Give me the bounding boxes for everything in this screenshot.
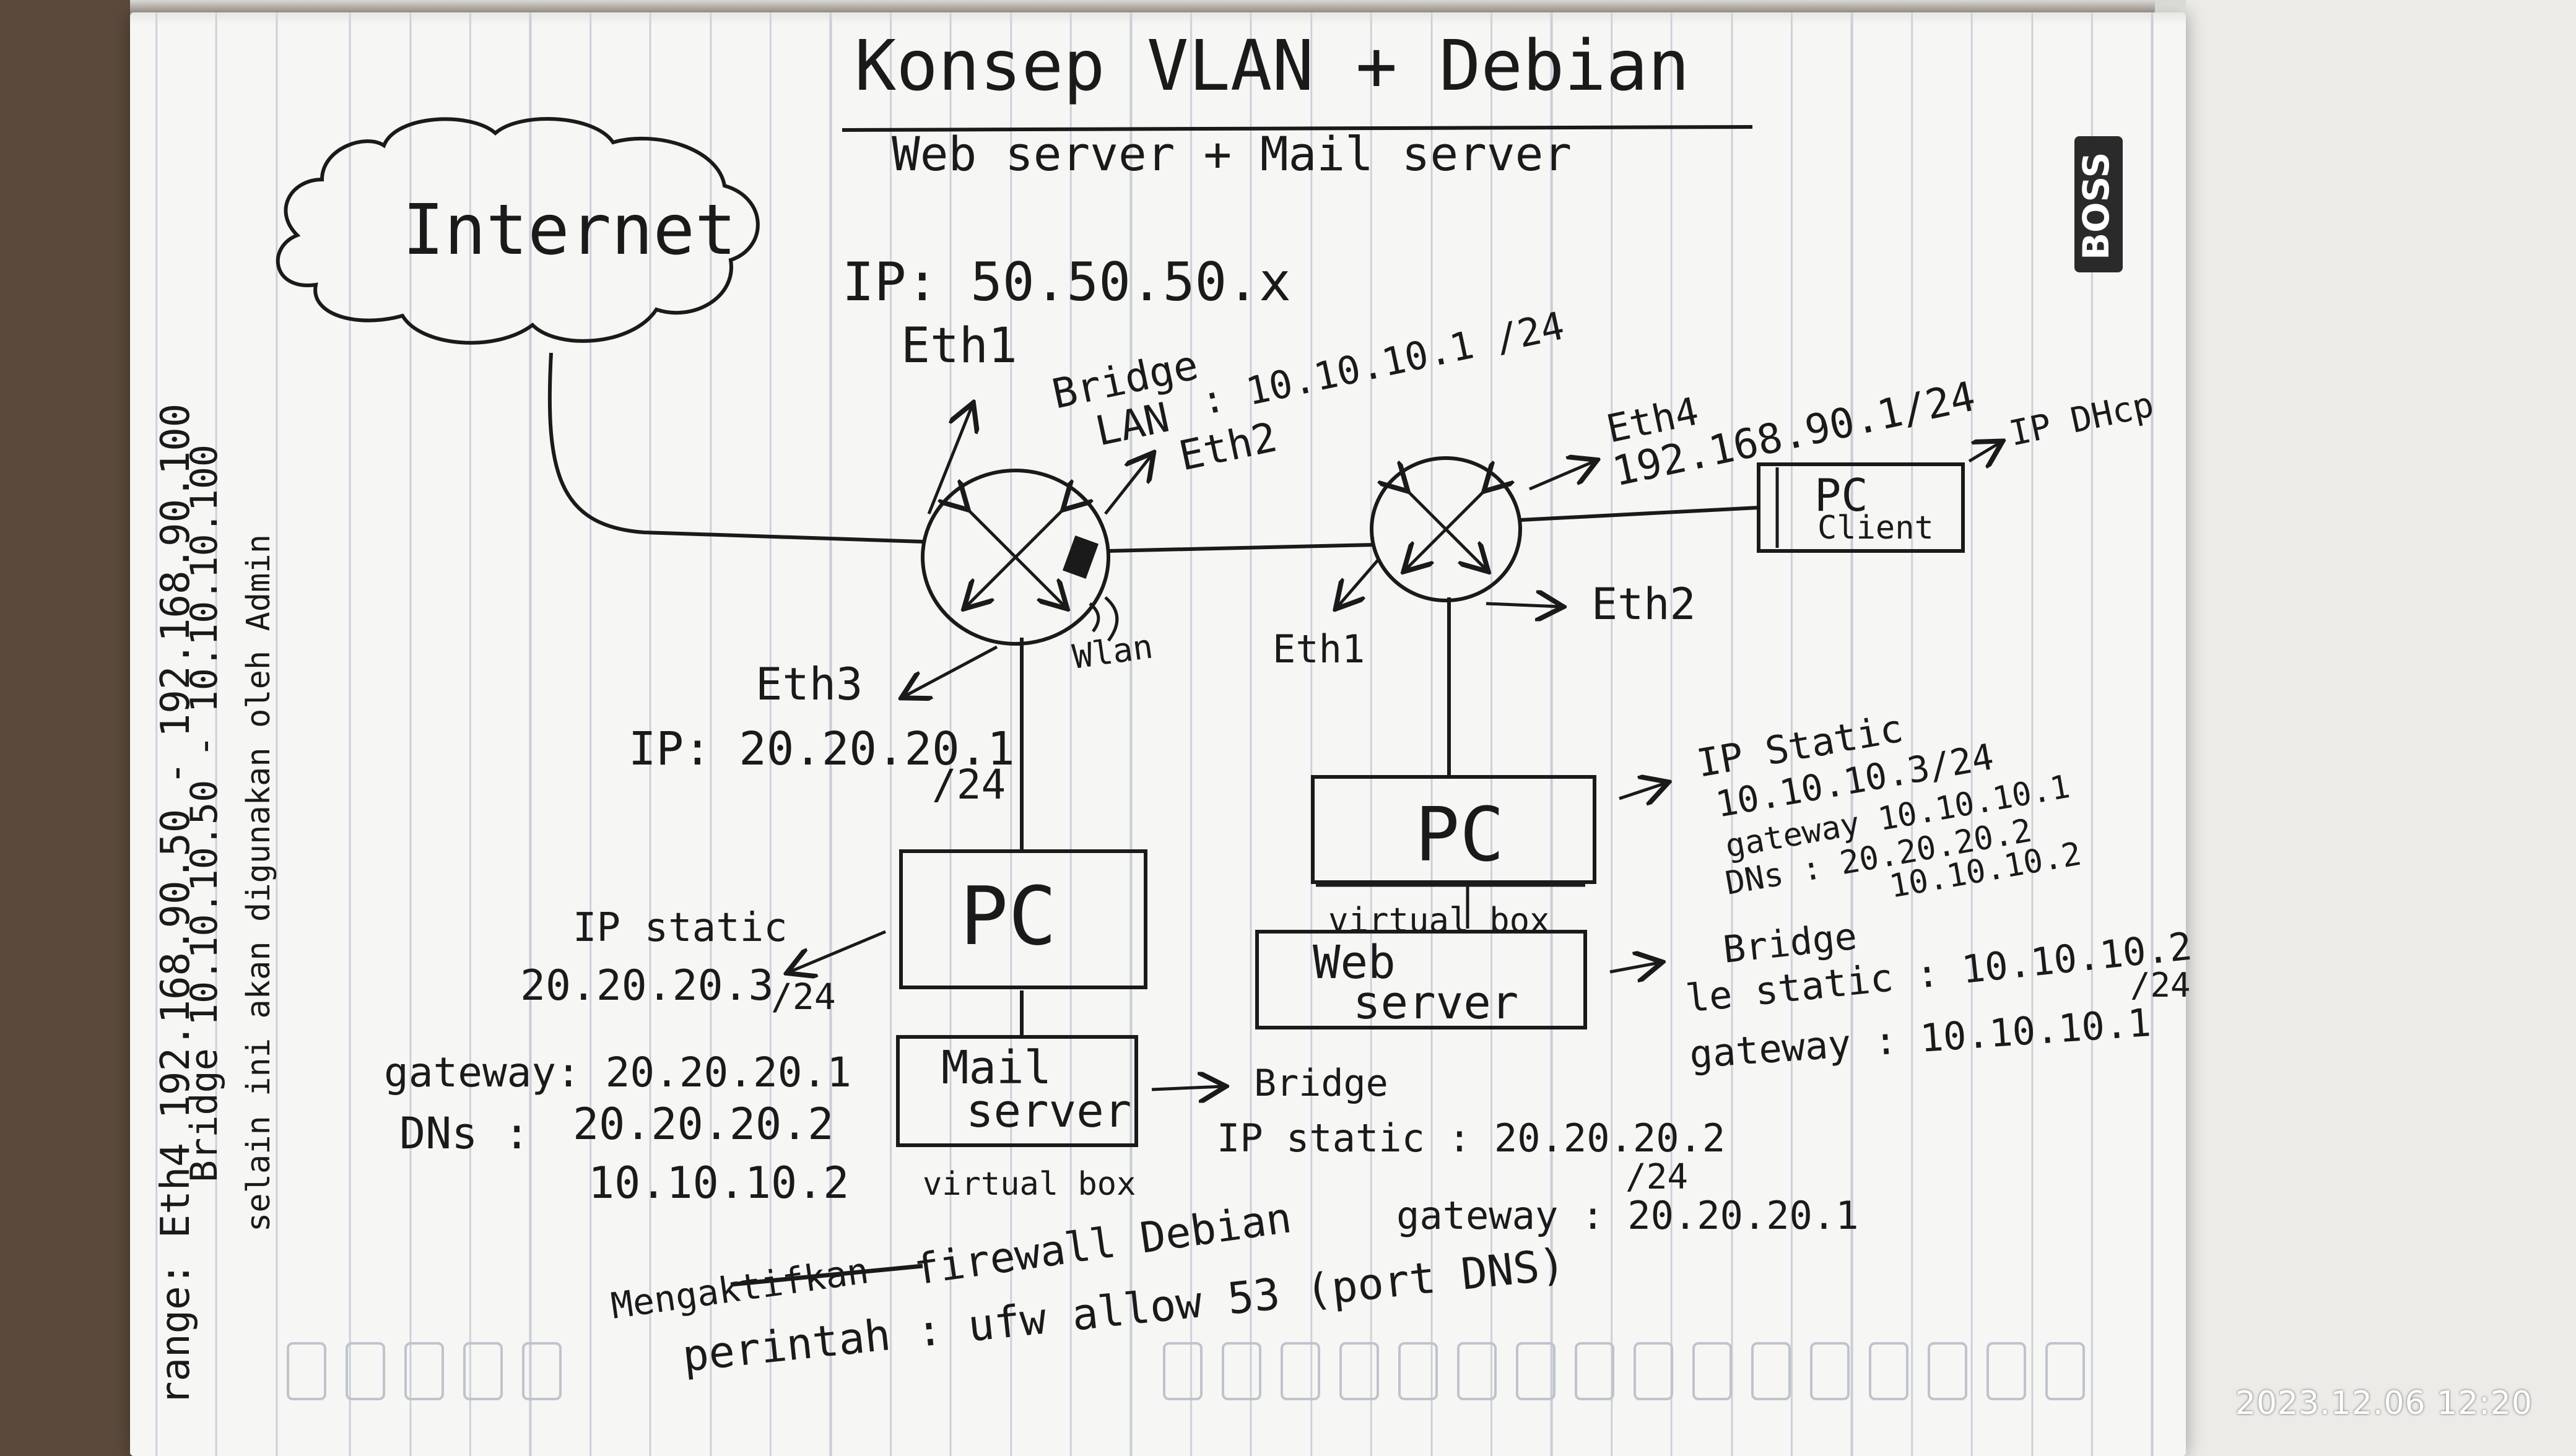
internet-label: Internet: [402, 190, 736, 271]
mail-server-ip-static: IP static : 20.20.20.2: [1217, 1116, 1725, 1161]
router1-eth3-ip: IP: 20.20.20.1: [629, 722, 1015, 776]
pc-left-label: PC: [960, 869, 1057, 963]
router2-eth1: Eth1: [1273, 626, 1365, 672]
router-link: [1108, 543, 1375, 553]
range-note-line2: Bridge 10.10.10.50 - 10.10.10.100: [183, 444, 226, 1182]
mail-server-bridge: Bridge: [1254, 1062, 1388, 1105]
pc-left-dns2: 10.10.10.2: [588, 1158, 849, 1208]
pc-right-label: PC: [1415, 792, 1505, 878]
pc-right-arrow: [1619, 783, 1666, 799]
pc-client-line1: PC: [1814, 469, 1868, 521]
r2-eth1-arrow: [1338, 559, 1379, 607]
mail-server-line2: server: [966, 1085, 1131, 1138]
mail-server-gateway: gateway : 20.20.20.1: [1396, 1193, 1859, 1238]
pc-left-dns1: 20.20.20.2: [573, 1099, 833, 1150]
page-title: Konsep VLAN + Debian: [855, 26, 1690, 106]
router2-icon: [1370, 456, 1522, 602]
internet-ip: IP: 50.50.50.x: [842, 251, 1291, 313]
notebook-page: [130, 12, 2186, 1456]
mail-server-mask: /24: [1625, 1157, 1688, 1197]
router1-eth3-mask: /24: [932, 761, 1006, 808]
eth1-arrow: [927, 405, 972, 514]
pc-left-box: [899, 849, 1147, 989]
eth3-arrow: [904, 645, 998, 696]
router1-lan-ip: : 10.10.10.1 /24: [1197, 303, 1568, 424]
pc-left-arrow: [790, 930, 886, 972]
internet-cloud-icon: [276, 117, 760, 345]
web-server-box: [1255, 930, 1587, 1029]
pc-client-box: [1757, 462, 1965, 553]
pc-left-gateway: gateway: 20.20.20.1: [384, 1049, 851, 1096]
mail-server-vbox: virtual box: [923, 1166, 1136, 1203]
svg-text:BOSS: BOSS: [2075, 152, 2117, 260]
page-top-shadow: [130, 0, 2186, 25]
r2-eth2-arrow: [1486, 604, 1560, 607]
page-subtitle: Web server + Mail server: [892, 126, 1572, 181]
pc-left-ip-static: IP static: [573, 905, 788, 951]
pc-left-dns-label: DNs :: [399, 1108, 530, 1159]
notebook-logo: BOSS: [2074, 136, 2123, 272]
mail-arrow: [1151, 1086, 1223, 1090]
title-underline: [842, 125, 1753, 132]
range-note-line1: range: Eth4 192.168.90.50 - 192.168.90.1…: [153, 404, 199, 1405]
pc-client-note: IP DHcp: [2006, 384, 2157, 454]
web-server-vbox: virtual box: [1328, 901, 1550, 940]
router1-icon: [921, 469, 1119, 646]
router1-wlan: Wlan: [1070, 626, 1155, 676]
eth2-arrow: [1104, 455, 1152, 515]
background-right: [2155, 0, 2576, 1456]
router1-eth3: Eth3: [755, 658, 863, 710]
pc-left-mask: /24: [771, 976, 836, 1018]
r2-eth4-arrow: [1529, 461, 1595, 491]
pc-right-box: [1311, 775, 1596, 884]
web-server-line2: server: [1353, 976, 1518, 1029]
range-note-line3: selain ini akan digunakan oleh Admin: [240, 534, 277, 1232]
pc-client-line2: Client: [1817, 509, 1934, 547]
router1-eth2: Eth2: [1175, 413, 1281, 480]
photo-timestamp: 2023.12.06 12:20: [2235, 1385, 2533, 1422]
web-arrow: [1609, 963, 1660, 972]
mail-server-box: [896, 1035, 1138, 1147]
notebook-bottom-boxes: [287, 1342, 2085, 1400]
internet-link: [547, 352, 923, 544]
strike-line: [730, 1263, 923, 1287]
router2-eth2: Eth2: [1591, 579, 1696, 630]
dhcp-arrow: [1968, 443, 2000, 461]
client-link: [1520, 506, 1759, 522]
router1-eth1: Eth1: [901, 318, 1017, 374]
pc-left-ip: 20.20.20.3: [520, 961, 773, 1010]
web-server-line1: Web: [1313, 936, 1396, 989]
mail-server-line1: Mail: [941, 1041, 1051, 1094]
web-server-mask: /24: [2130, 966, 2191, 1005]
